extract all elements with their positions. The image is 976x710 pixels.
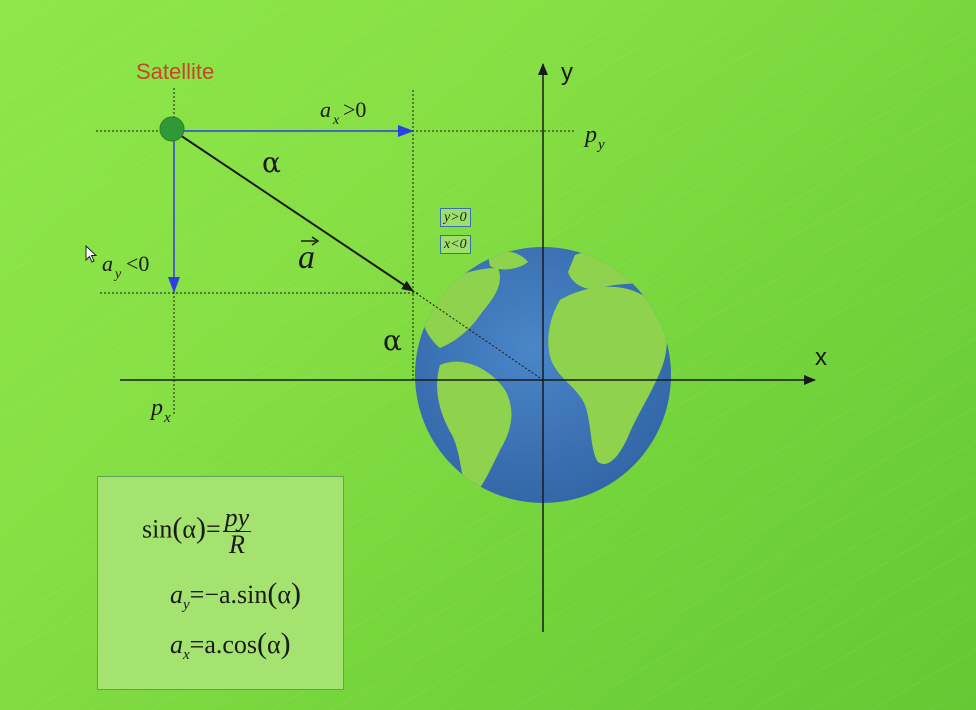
guide-lines: [96, 88, 575, 415]
continent-greenland: [488, 251, 528, 270]
svg-text:x: x: [163, 410, 171, 426]
svg-text:p: p: [583, 122, 597, 148]
alpha-angle-bottom: α: [383, 324, 402, 357]
svg-text:a: a: [298, 239, 315, 276]
svg-text:y: y: [113, 267, 122, 282]
satellite-label: Satellite: [136, 59, 214, 84]
svg-text:y: y: [596, 137, 605, 153]
ay-label: a y <0: [102, 251, 149, 282]
y-axis-label: y: [561, 59, 573, 86]
alpha-angle-top: α: [262, 146, 281, 179]
svg-text:<0: <0: [126, 251, 149, 276]
formula-ay: ay=−a.sin(α): [170, 577, 302, 614]
continent-africa: [548, 286, 667, 464]
px-label: p x: [149, 395, 171, 426]
py-label: p y: [583, 122, 605, 153]
y-condition-badge: y>0: [440, 208, 471, 227]
ax-label: a x >0: [320, 97, 366, 128]
formula-ax: ax=a.cos(α): [170, 627, 291, 664]
svg-text:>0: >0: [343, 97, 366, 122]
svg-text:p: p: [149, 395, 163, 421]
x-axis-label: x: [815, 344, 827, 371]
svg-text:a: a: [320, 97, 331, 122]
svg-text:x: x: [332, 113, 340, 128]
vector-arrow-icon: [311, 236, 320, 246]
satellite-dot: [159, 116, 185, 142]
continent-south-america: [437, 361, 512, 498]
svg-text:a: a: [102, 251, 113, 276]
vector-a-arrow: [173, 130, 414, 292]
vector-a-label: a: [298, 236, 320, 276]
x-condition-badge: x<0: [440, 235, 471, 254]
mouse-pointer-icon: [85, 245, 98, 263]
